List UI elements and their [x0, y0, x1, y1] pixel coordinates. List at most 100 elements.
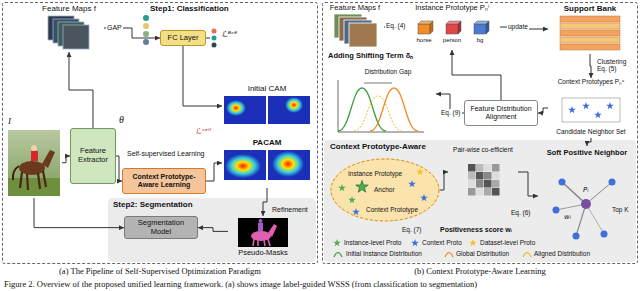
node-text: Soft Positive Neighbor: [538, 149, 636, 158]
connector: [198, 228, 228, 232]
text-holder: Clustering Eq. (5): [596, 57, 634, 75]
text-holder: Segmentation Model: [128, 219, 194, 236]
text-holder: Instance Prototype Pₙⁱ: [404, 4, 500, 13]
prototype-set: [562, 98, 620, 122]
node-text: Pair-wise co-efficient: [448, 146, 518, 153]
legend-text: Context Proto: [422, 239, 462, 246]
panel-frame: (a) The Pipeline of Self-Supervised Opti…: [2, 2, 318, 278]
connector: [440, 172, 448, 190]
coefficient-matrix: Pair-wise co-efficient: [448, 146, 518, 198]
connector: [518, 172, 538, 196]
box-label: Feature Distribution Alignment: [468, 105, 534, 121]
pseudo-mask: [238, 218, 288, 247]
feature-map-stack: Feature Maps f: [326, 4, 384, 50]
prototype-cubes: Instance Prototype Pₙⁱ: [404, 4, 500, 50]
text-holder: (b) Context Prototype-Aware Learning: [322, 267, 638, 277]
text-holder: Eq. (4): [385, 14, 409, 32]
feature-vector: [143, 15, 149, 45]
parameter-symbol: θ: [119, 114, 129, 126]
node-text: Instance Prototype Pₙⁱ: [404, 4, 500, 13]
support-bank-stack: [560, 16, 620, 50]
node-text: PACAM: [222, 138, 312, 147]
text-holder: horse: [411, 37, 437, 44]
connector: [183, 46, 222, 106]
connector: [206, 163, 222, 181]
text-holder: Refinement: [271, 198, 313, 216]
node-text: Feature Maps f: [34, 4, 104, 13]
node-text: Initial CAM: [222, 84, 312, 93]
prototype-cluster: Instance PrototypeAnchorContext Prototyp…: [330, 158, 440, 222]
text-holder: Feature Extractor: [74, 147, 112, 164]
node-text: Anchor: [374, 186, 404, 193]
box-label: Feature Extractor: [74, 147, 112, 164]
class-name: horse: [411, 37, 437, 44]
connector: [587, 138, 591, 146]
connector: [34, 198, 124, 228]
text-holder: PACAM: [222, 138, 312, 147]
text-holder: Adding Shifting Term δₙ: [328, 52, 436, 61]
text-holder: Distribution Gap: [356, 68, 420, 75]
text-holder: update: [507, 15, 533, 33]
legend-text: Initial Instance Distribution: [346, 250, 422, 257]
edge-label: Eq. (4): [385, 22, 407, 29]
edge-label: Eq. (9): [440, 109, 462, 116]
annotation: Self-supervised Learning: [127, 150, 222, 158]
text-holder: Positiveness score wᵢ: [440, 226, 532, 234]
text-holder: Instance Prototype: [348, 170, 410, 177]
text-holder: Dataset-level Proto: [480, 239, 535, 246]
text-holder: Soft Positive Neighbor: [538, 149, 636, 158]
text-holder: Eq. (9): [440, 101, 462, 119]
text-holder: Feature Maps f: [34, 4, 104, 13]
figure-caption: Figure 2. Overview of the proposed unifi…: [4, 280, 636, 290]
text-holder: Top K: [612, 206, 636, 213]
neighbor-graph: [553, 179, 616, 240]
distribution-plot: Adding Shifting Term δₙ Distribution Gap: [326, 52, 436, 136]
cam-heatmaps: PACAM: [222, 138, 312, 188]
connector: [69, 52, 93, 128]
text-holder: Step2: Segmentation: [113, 200, 233, 209]
connector: [62, 156, 70, 163]
text-holder: Step1: Classification: [150, 4, 250, 13]
horse-photo: [8, 130, 60, 196]
text-holder: Eq. (7): [402, 226, 428, 233]
text-holder: Feature Distribution Alignment: [468, 105, 534, 121]
text-holder: Feature Maps f: [326, 4, 384, 13]
support-bank: Support Bank: [548, 4, 632, 54]
cam-heatmaps: Initial CAM: [222, 84, 312, 128]
fc-layer-box: FC Layer: [160, 30, 206, 46]
text-holder: Context Prototype: [366, 206, 428, 213]
legend-text: Aligned Distribution: [534, 250, 590, 257]
text-holder: ℒˢᵉˡᶠ: [196, 127, 222, 136]
text-holder: bg: [467, 37, 493, 44]
text-holder: Self-supervised Learning: [127, 150, 222, 158]
text-holder: I: [8, 116, 22, 126]
box-label: FC Layer: [168, 34, 199, 43]
segmentation-model-box: Segmentation Model: [124, 216, 198, 239]
prototype-cubes: [418, 21, 489, 34]
node-text: Step2: Segmentation: [113, 200, 233, 209]
text-holder: Initial Instance Distribution: [346, 250, 422, 257]
node-text: Top K: [612, 206, 636, 213]
text-holder: Eq. (6): [510, 201, 536, 219]
node-text: I: [8, 116, 22, 126]
equation-ref: Eq. (7): [402, 226, 428, 233]
class-name: person: [439, 37, 465, 44]
annotation: Positiveness score wᵢ: [440, 226, 532, 234]
pseudo-mask-image: Pseudo-Masks: [228, 216, 298, 260]
text-holder: Context Prototype-Aware Learning: [126, 173, 202, 189]
legend-text: Global Distribution: [456, 250, 509, 257]
node-text: Pseudo-Masks: [228, 249, 298, 258]
text-holder: Pᵢ: [583, 186, 595, 194]
node-text: Candidate Neighbor Set: [548, 128, 634, 135]
input-image: I: [6, 116, 62, 198]
edge-label: Clustering Eq. (5): [596, 58, 634, 73]
legend-text: Instance-level Proto: [344, 239, 401, 246]
panel-frame: (b) Context Prototype-Aware Learning Feat…: [322, 2, 638, 278]
neighbor-graph: Soft Positive NeighborPᵢwᵢTop K: [538, 146, 636, 246]
node-text: Pᵢ: [583, 186, 595, 194]
edge-label: GAP: [106, 24, 123, 32]
connector: [452, 50, 501, 100]
edge-label: update: [507, 23, 529, 30]
text-holder: Pseudo-Masks: [228, 249, 298, 258]
